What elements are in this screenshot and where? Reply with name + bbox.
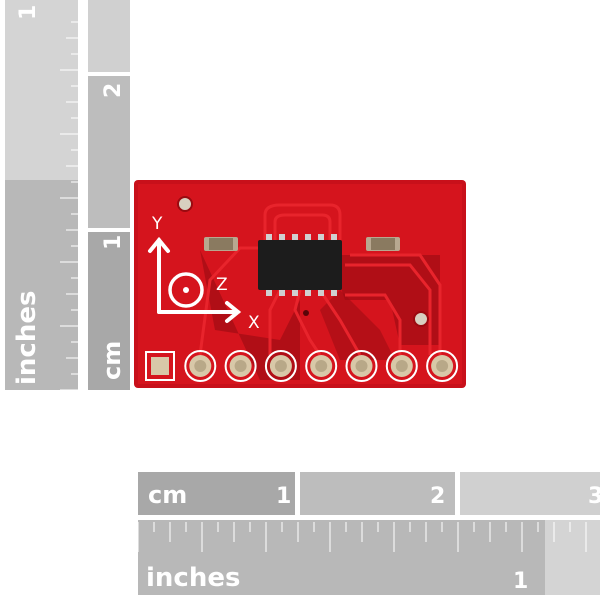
z-axis-label: Z (216, 275, 228, 295)
pin-outline (345, 350, 378, 382)
chip-lead (331, 234, 337, 240)
horizontal-cm-label: cm (148, 481, 187, 509)
vertical-cm-label: cm (98, 341, 126, 380)
horizontal-ruler: cm 1 2 3 inches 1 (137, 472, 600, 595)
vertical-inches-label: inches (12, 291, 42, 385)
chip-lead (305, 234, 311, 240)
pin-hole (315, 360, 328, 372)
vertical-cm-mark-1: 1 (101, 235, 126, 250)
y-axis-label: Y (151, 214, 163, 234)
vertical-inch-mark-1: 1 (16, 5, 41, 20)
header-pin-square (151, 357, 169, 375)
horizontal-cm-mark-3: 3 (588, 484, 600, 509)
chip-lead (331, 290, 337, 296)
chip-lead (266, 290, 272, 296)
capacitor-left (204, 237, 238, 251)
header-pins (145, 350, 459, 382)
chip-lead (279, 290, 285, 296)
chip-lead (292, 234, 298, 240)
accelerometer-chip (258, 234, 342, 296)
horizontal-inch-mark-1: 1 (513, 569, 528, 594)
vertical-ruler: inches 1 cm 1 2 (5, 0, 130, 391)
x-axis-label: X (248, 313, 260, 333)
pin-outline (426, 350, 459, 382)
chip-lead (318, 234, 324, 240)
pin-hole (274, 360, 287, 372)
chip-lead (318, 290, 324, 296)
capacitor-right (366, 237, 400, 251)
axis-diagram (148, 236, 242, 323)
pin-hole (355, 360, 368, 372)
vertical-cm-mark-2: 2 (101, 83, 126, 98)
chip-lead (279, 234, 285, 240)
accelerometer-breakout-board: Y Z X (134, 180, 466, 388)
pin-hole (436, 360, 449, 372)
chip-lead (305, 290, 311, 296)
pin-outline (264, 350, 297, 382)
chip-lead (292, 290, 298, 296)
pin-hole (395, 360, 408, 372)
pin-outline (184, 350, 217, 382)
horizontal-inches-label: inches (146, 563, 240, 593)
pin-outline (305, 350, 338, 382)
pin-outline (145, 351, 175, 381)
horizontal-cm-mark-1: 1 (276, 484, 291, 509)
pin-outline (385, 350, 418, 382)
chip-lead (266, 234, 272, 240)
horizontal-cm-mark-2: 2 (430, 484, 445, 509)
pin-hole (194, 360, 207, 372)
pin-hole (234, 360, 247, 372)
pin-outline (224, 350, 257, 382)
